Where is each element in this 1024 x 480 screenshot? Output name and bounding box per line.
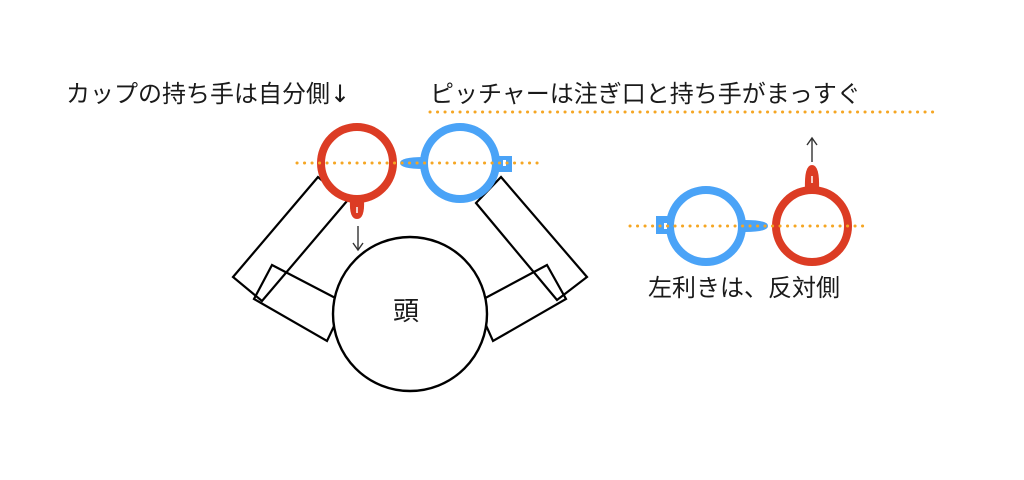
head-label: 頭 xyxy=(393,297,420,327)
left-forearm xyxy=(252,263,347,343)
head-circle xyxy=(331,235,489,393)
arrow-up-icon xyxy=(806,136,818,162)
cup-handle-note: カップの持ち手は自分側↓ xyxy=(66,80,351,108)
left-upper-arm xyxy=(231,175,349,303)
pitcher-spout xyxy=(400,157,424,169)
arrow-down-icon xyxy=(352,226,364,252)
pitcher-note: ピッチャーは注ぎ口と持ち手がまっすぐ xyxy=(430,80,861,108)
right-upper-arm xyxy=(474,175,589,302)
left-arm xyxy=(231,175,349,343)
left-handed-note: 左利きは、反対側 xyxy=(648,274,840,302)
right-forearm xyxy=(474,263,568,343)
cup-red-lefty xyxy=(772,165,852,266)
right-arm xyxy=(474,175,589,343)
